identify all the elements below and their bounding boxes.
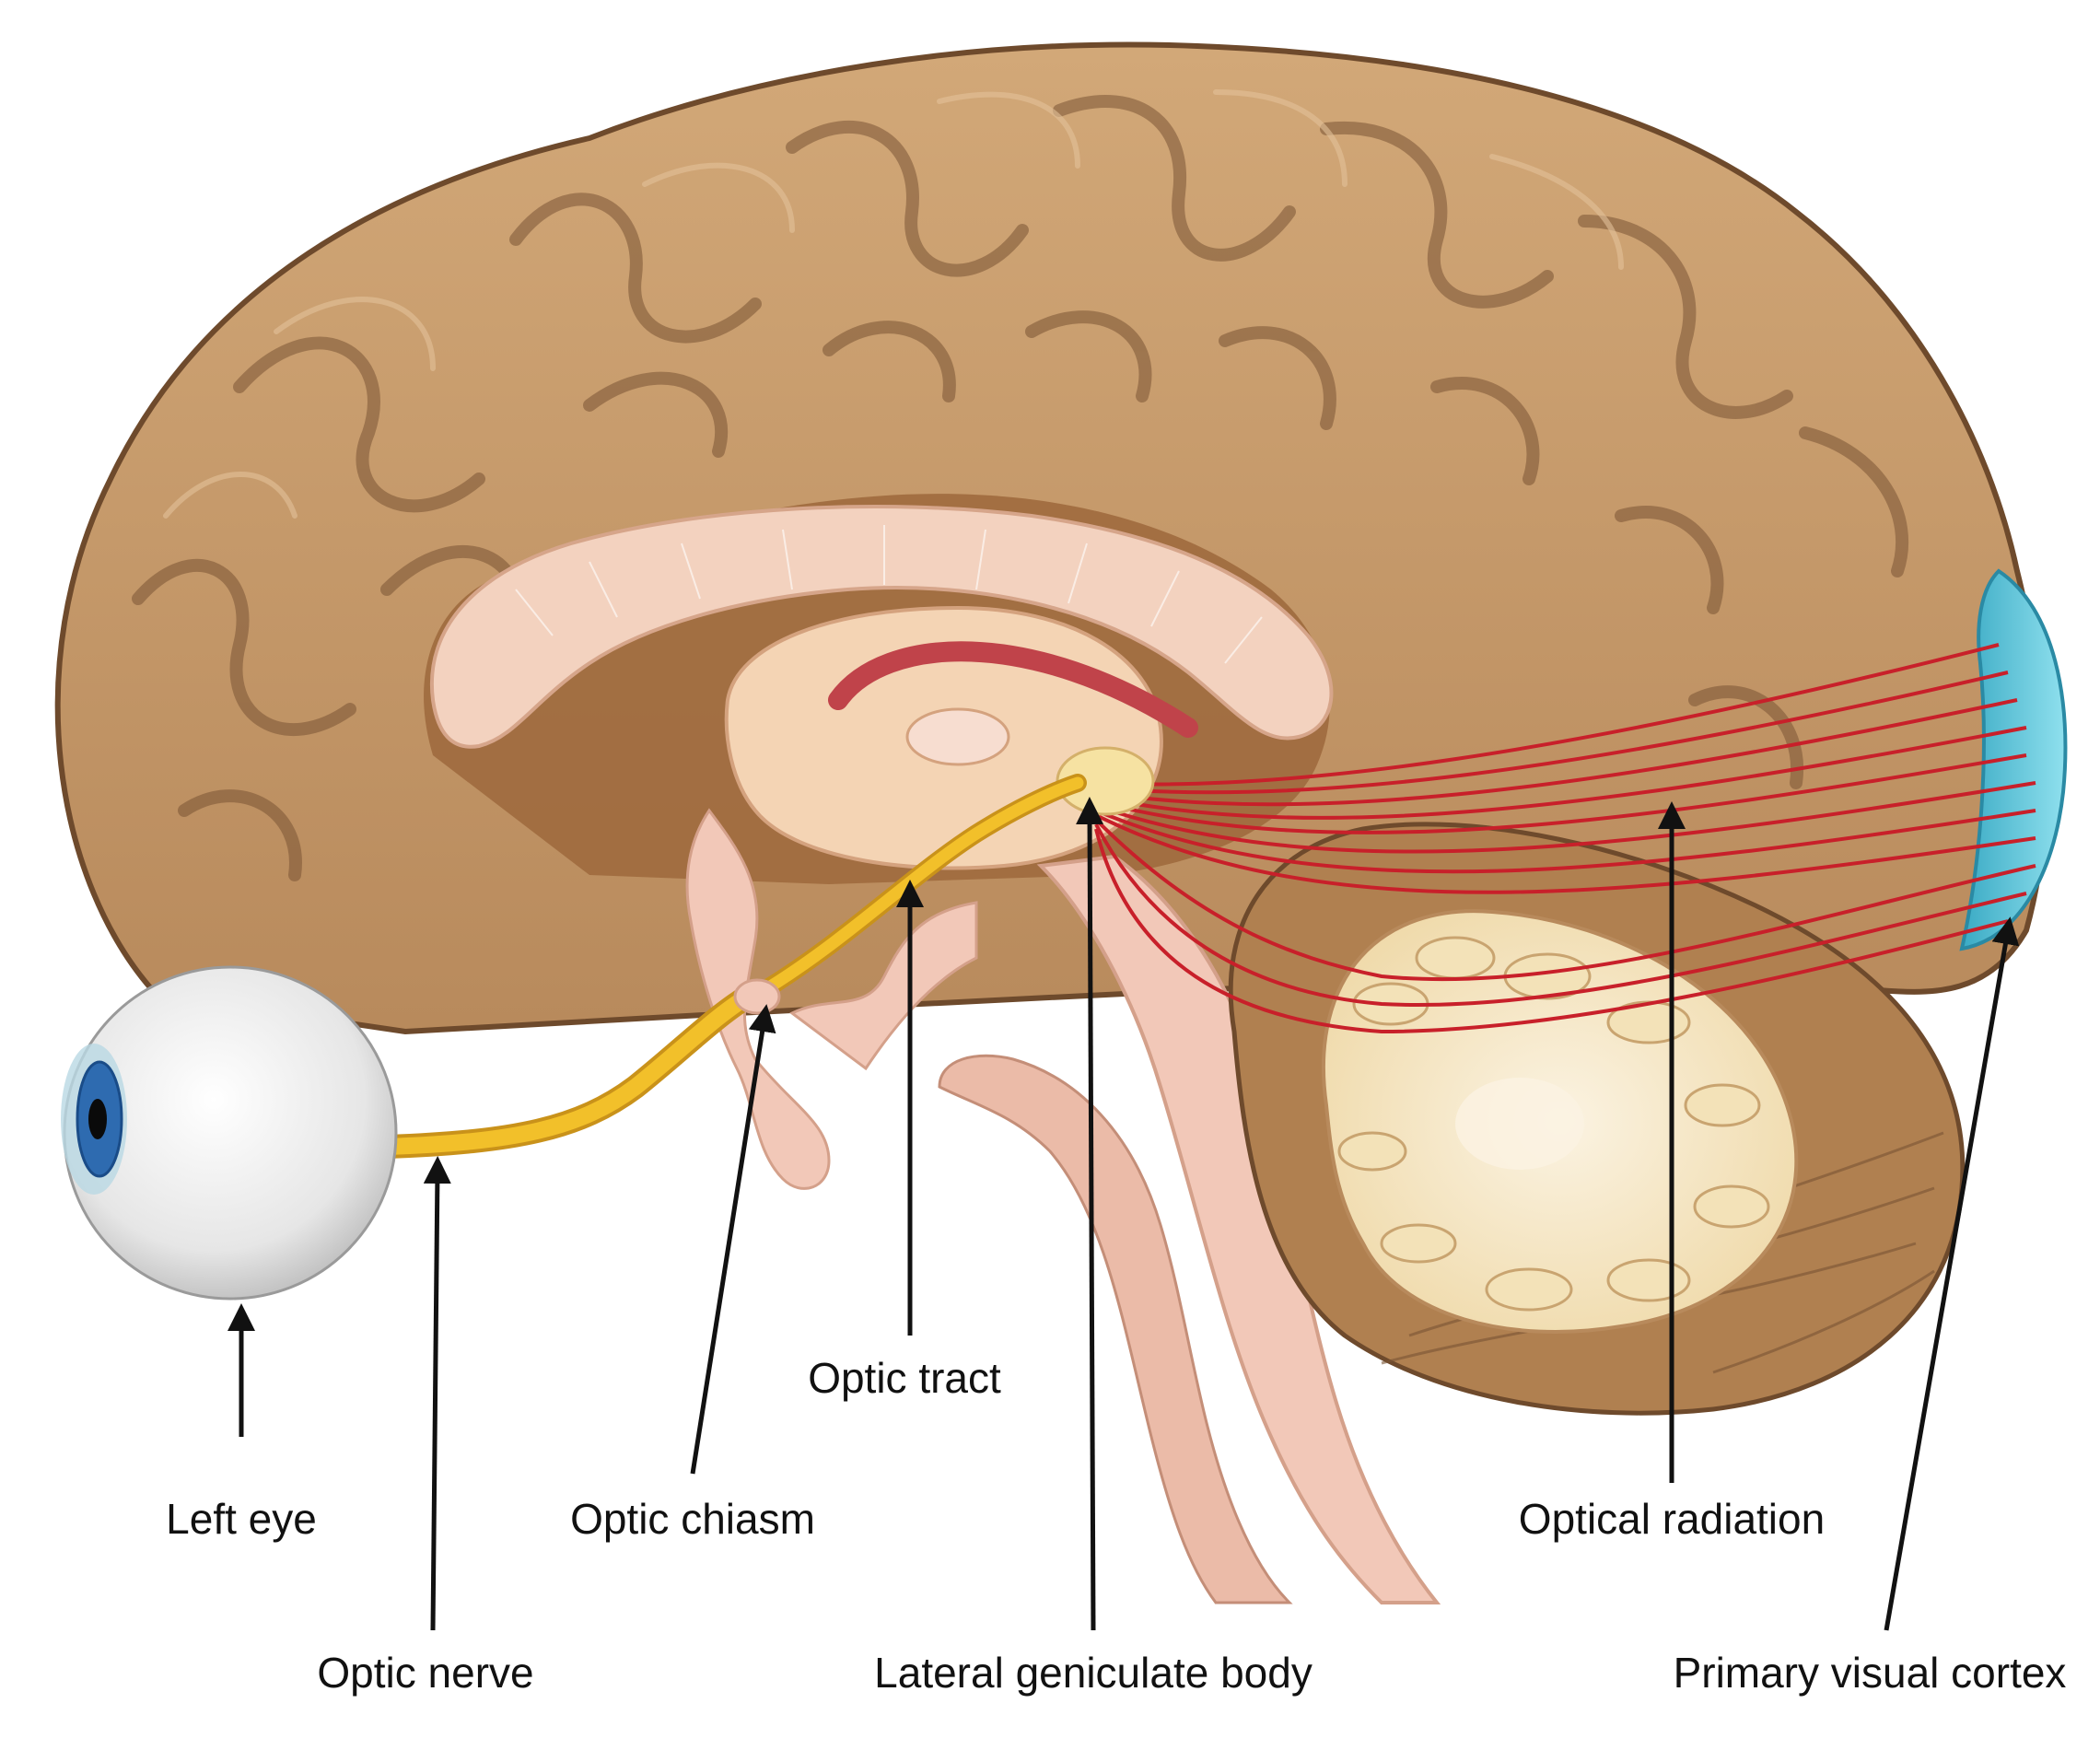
label-optical-radiation: Optical radiation	[1519, 1495, 1825, 1543]
label-optic-chiasm: Optic chiasm	[570, 1495, 815, 1543]
label-lateral-geniculate-body: Lateral geniculate body	[874, 1649, 1312, 1697]
label-left-eye: Left eye	[166, 1495, 317, 1543]
label-optic-tract: Optic tract	[808, 1354, 1001, 1402]
label-optic-nerve: Optic nerve	[317, 1649, 533, 1697]
arrow-primary-visual-cortex	[1884, 916, 2020, 1631]
pointer-arrows	[228, 797, 2020, 1631]
optical-radiation-fibers	[1094, 643, 2036, 1034]
arrow-optic-nerve	[423, 1156, 451, 1631]
primary-visual-cortex-region	[1959, 568, 2068, 951]
cerebellum	[1228, 822, 1966, 1416]
left-eye	[61, 965, 398, 1301]
optic-pathway	[375, 774, 1087, 1159]
corpus-callosum	[429, 505, 1334, 749]
arrow-lateral-geniculate-body	[1076, 797, 1104, 1631]
label-primary-visual-cortex: Primary visual cortex	[1674, 1649, 2067, 1697]
labels: Left eye Optic nerve Optic chiasm Optic …	[166, 1354, 2066, 1697]
arrow-optic-chiasm	[690, 1004, 776, 1475]
thalamus	[724, 605, 1198, 870]
